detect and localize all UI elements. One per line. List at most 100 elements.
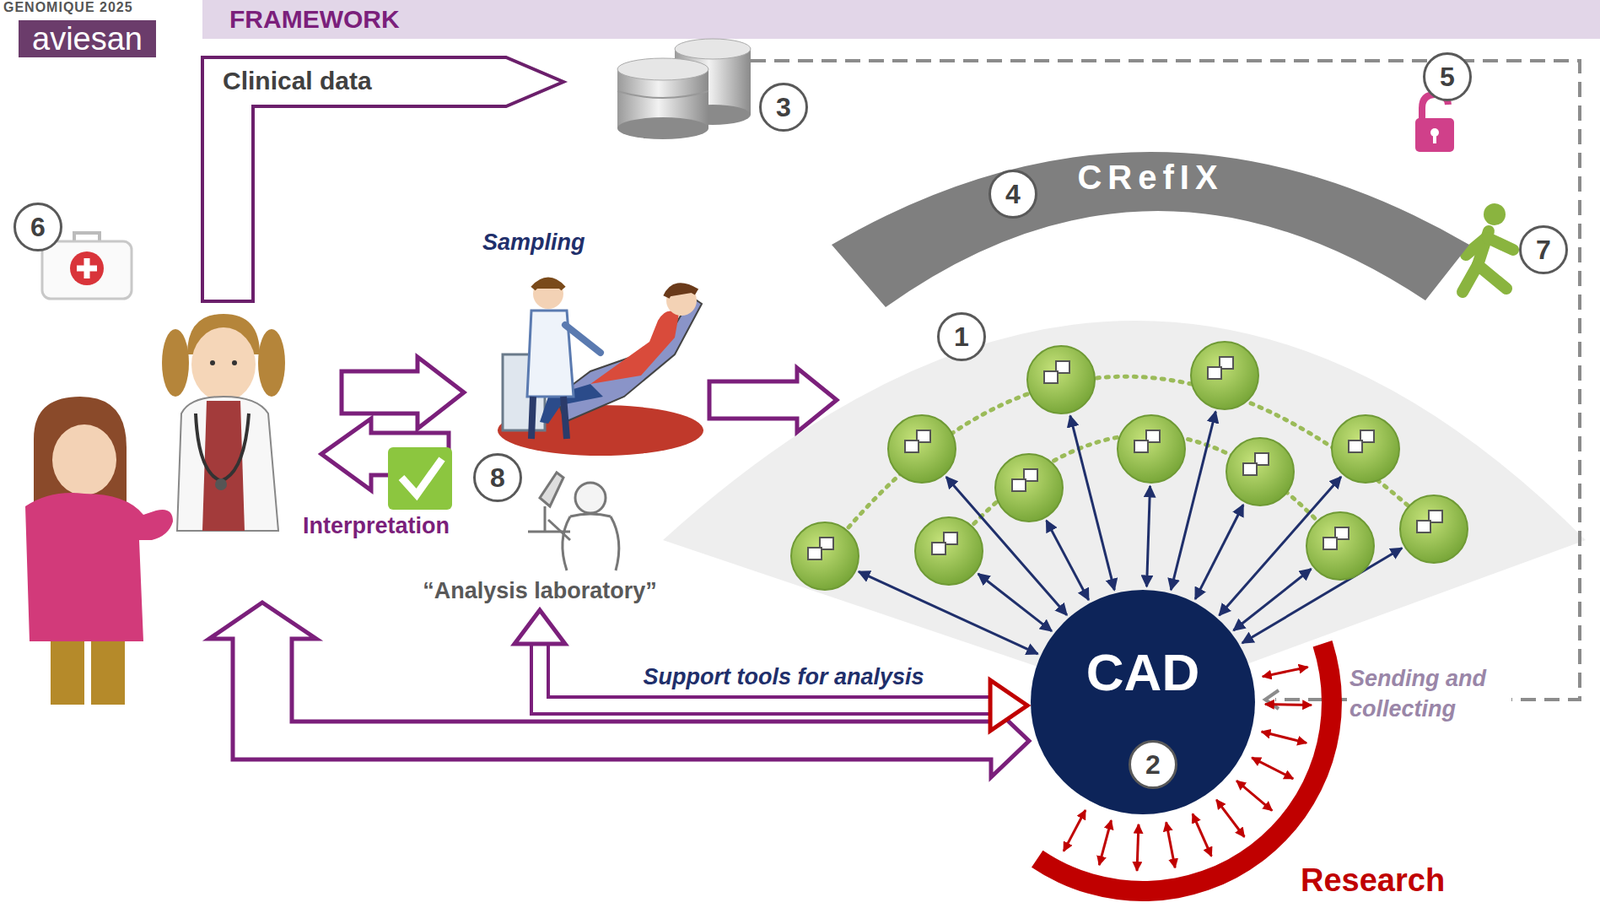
callout-number: 3 — [759, 82, 809, 132]
doctor-figure-part — [195, 413, 249, 481]
first-aid-kit-part — [42, 241, 132, 299]
sampling-scene-part — [533, 278, 564, 309]
network-sites-part — [905, 440, 919, 453]
research-links-part — [1262, 666, 1309, 676]
doctor-figure-part — [161, 328, 189, 397]
sampling-scene-part — [666, 285, 697, 297]
callout-number: 4 — [988, 169, 1038, 219]
step-label: Sampling — [482, 229, 586, 256]
check-icon-part — [401, 458, 442, 495]
lock-icon — [1415, 94, 1455, 152]
callout-number: 8 — [473, 452, 523, 502]
lab-figure-part — [575, 482, 606, 513]
research-links-part — [1063, 809, 1086, 852]
lock-icon-part — [1415, 118, 1455, 152]
sampling-scene-part — [531, 396, 567, 439]
network-sites-part — [1117, 414, 1186, 483]
network-sites-part — [978, 573, 1052, 631]
network-sites-part — [1226, 437, 1294, 506]
network-sites-part — [791, 522, 859, 590]
child-figure-part — [52, 424, 117, 496]
child-figure-part — [91, 641, 125, 705]
network-sites-part — [1012, 479, 1026, 491]
logo-text: aviesan — [18, 20, 157, 58]
network-sites-part — [915, 517, 983, 585]
step-label: Interpretation — [302, 512, 450, 539]
callout-number: 1 — [937, 312, 986, 361]
sampling-scene-part — [556, 296, 702, 422]
crefix-band: CRefIX — [831, 141, 1470, 311]
network-sites-part — [1195, 504, 1244, 599]
lab-figure-part — [562, 516, 620, 571]
connector-label: Support tools for analysis — [643, 663, 925, 690]
doctor-figure-part — [177, 396, 279, 531]
flow-connector-part — [539, 643, 991, 706]
clinical-data-arrow: Clinical data — [200, 55, 567, 303]
doctor-figure-part — [258, 328, 286, 397]
research-links-part — [1236, 780, 1272, 810]
flow-arrow-part — [709, 367, 837, 432]
sampling-scene-part — [565, 324, 601, 353]
network-sites-part — [1207, 366, 1222, 379]
child-figure-part — [33, 396, 127, 507]
crefix-band-text: CRefIX — [1077, 158, 1223, 197]
flow-connector-part — [990, 679, 1028, 731]
doctor-figure — [161, 313, 286, 531]
network-sites-part — [1044, 371, 1058, 383]
database-icon-part — [617, 91, 709, 98]
doctor-figure-part — [215, 478, 227, 491]
network-sites-part — [1323, 537, 1337, 550]
flow-arrow-part — [209, 602, 1029, 777]
research-arc-shape-part — [1031, 640, 1342, 901]
callout-number: 6 — [13, 202, 63, 252]
network-sites-part — [1046, 520, 1089, 600]
research-links-part — [1166, 821, 1175, 868]
network-fan — [662, 320, 1586, 702]
database-icon-part — [617, 117, 709, 140]
research-arc-shape — [1003, 607, 1451, 906]
flow-connector-part — [514, 609, 566, 644]
network-sites-part — [824, 376, 1434, 556]
walking-figure-part — [1487, 237, 1514, 250]
header-bar — [202, 0, 1600, 39]
network-sites-part — [1233, 568, 1311, 631]
crefix-band-shape-part — [831, 151, 1470, 308]
network-sites-part — [931, 542, 946, 555]
flow-arrow — [209, 356, 1029, 777]
lab-figure — [527, 472, 620, 571]
research-arc-text: Research — [1300, 861, 1445, 899]
clinical-data-arrow-shape-part — [202, 57, 564, 302]
flow-connector — [514, 609, 1028, 731]
sampling-scene-part — [666, 285, 697, 316]
flow-note: Sending and collecting — [1347, 662, 1512, 724]
network-sites-part — [888, 414, 956, 483]
sampling-scene — [497, 278, 704, 456]
check-icon — [387, 447, 453, 510]
research-links-part — [1265, 702, 1312, 706]
research-links-part — [1098, 819, 1111, 865]
cad-circle-text: CAD — [1086, 641, 1200, 702]
header-title: FRAMEWORK — [229, 5, 400, 34]
network-sites-part — [1400, 495, 1468, 563]
lock-icon-part — [1432, 133, 1437, 144]
network-sites-part — [948, 434, 1341, 551]
first-aid-kit-part — [76, 258, 97, 279]
network-sites-part — [1134, 440, 1148, 453]
network-sites-part — [1306, 511, 1374, 580]
network-sites-part — [1348, 440, 1363, 453]
network-sites-part — [1147, 485, 1151, 587]
database-icon — [617, 38, 751, 140]
network-sites-part — [1331, 414, 1400, 483]
header-text: GENOMIQUE 2025 — [3, 0, 134, 16]
network-sites-part — [995, 453, 1063, 522]
child-figure-part — [25, 492, 173, 642]
network-sites-part — [1027, 345, 1095, 414]
child-figure-part — [50, 641, 85, 705]
sampling-scene-part — [590, 310, 679, 384]
doctor-figure-part — [231, 360, 238, 366]
flow-arrow-part — [341, 356, 464, 429]
research-links-part — [1216, 799, 1245, 837]
research-links-part — [1251, 757, 1293, 779]
network-sites-part — [1190, 341, 1259, 410]
check-icon-part — [387, 447, 453, 510]
